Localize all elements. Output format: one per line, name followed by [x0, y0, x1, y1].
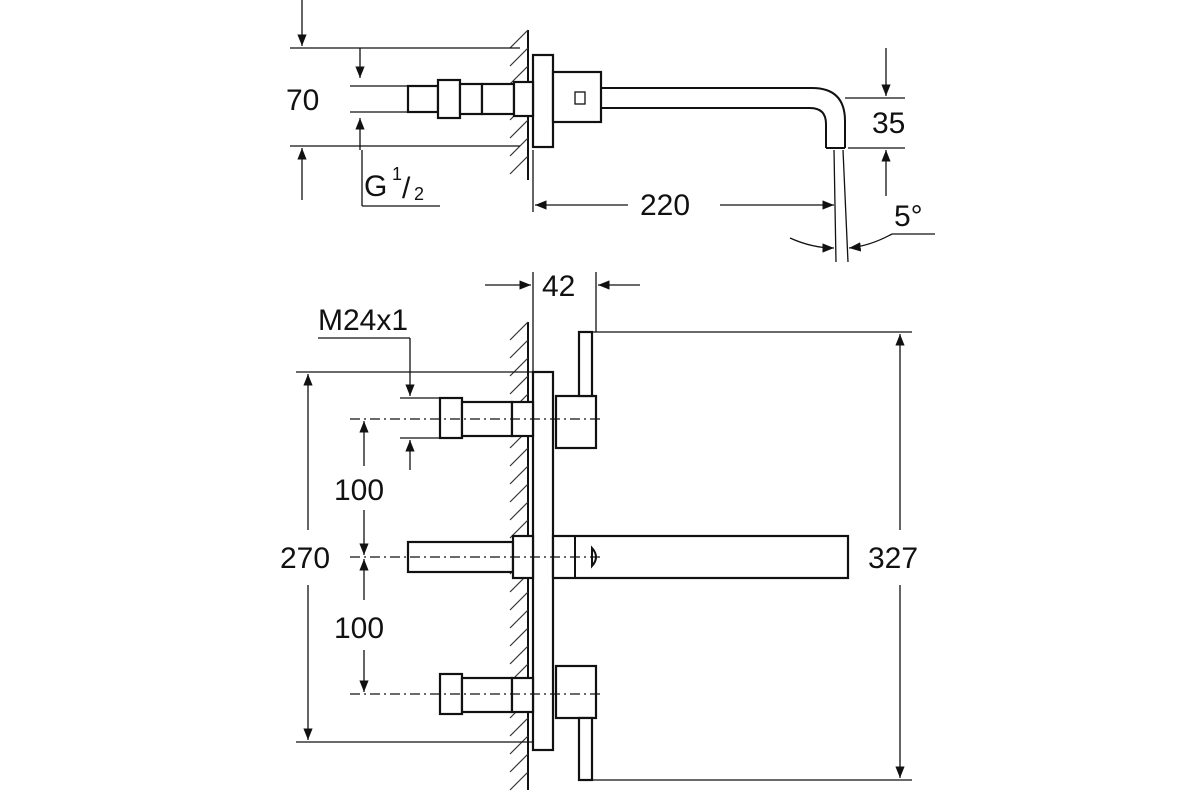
- thread-label-front: M24x1: [318, 304, 440, 470]
- dim-35: 35: [845, 48, 905, 196]
- dim-70: 70: [286, 0, 520, 200]
- thread-numerator: 1: [392, 164, 402, 184]
- spout-side: [551, 70, 849, 263]
- thread-label-side: G 1 / 2: [361, 150, 440, 207]
- dim-100-upper: 100: [334, 421, 384, 555]
- upper-valve: [438, 330, 598, 450]
- dim-270: 270: [280, 371, 533, 743]
- dim-100-lower: 100: [334, 559, 384, 692]
- dim-327-label: 327: [868, 542, 918, 575]
- thread-label-text: M24x1: [318, 304, 408, 337]
- dim-angle: 5°: [789, 200, 935, 253]
- side-view: 70 G 1 / 2 35 220: [286, 0, 935, 263]
- dim-angle-label: 5°: [894, 200, 923, 233]
- dim-42-label: 42: [542, 270, 575, 303]
- thread-denominator: 2: [414, 184, 424, 204]
- dim-100-upper-label: 100: [334, 474, 384, 507]
- dim-270-label: 270: [280, 542, 330, 575]
- wall-plate-side: [531, 53, 555, 149]
- svg-text:/: /: [402, 172, 411, 205]
- valve-connector-side: [406, 78, 535, 120]
- dim-100-lower-label: 100: [334, 612, 384, 645]
- lower-valve: [438, 664, 598, 782]
- dim-220: 220: [532, 150, 834, 222]
- svg-text:G: G: [364, 170, 387, 203]
- dim-35-label: 35: [872, 107, 905, 140]
- dim-42: 42: [485, 270, 640, 372]
- thread-prefix: G: [364, 170, 387, 203]
- dim-220-label: 220: [640, 189, 690, 222]
- dim-327: 327: [592, 331, 918, 781]
- dim-70-label: 70: [286, 84, 319, 117]
- wall-plate-front: [531, 370, 555, 752]
- front-view: 42 M24x1 100 100: [280, 270, 918, 791]
